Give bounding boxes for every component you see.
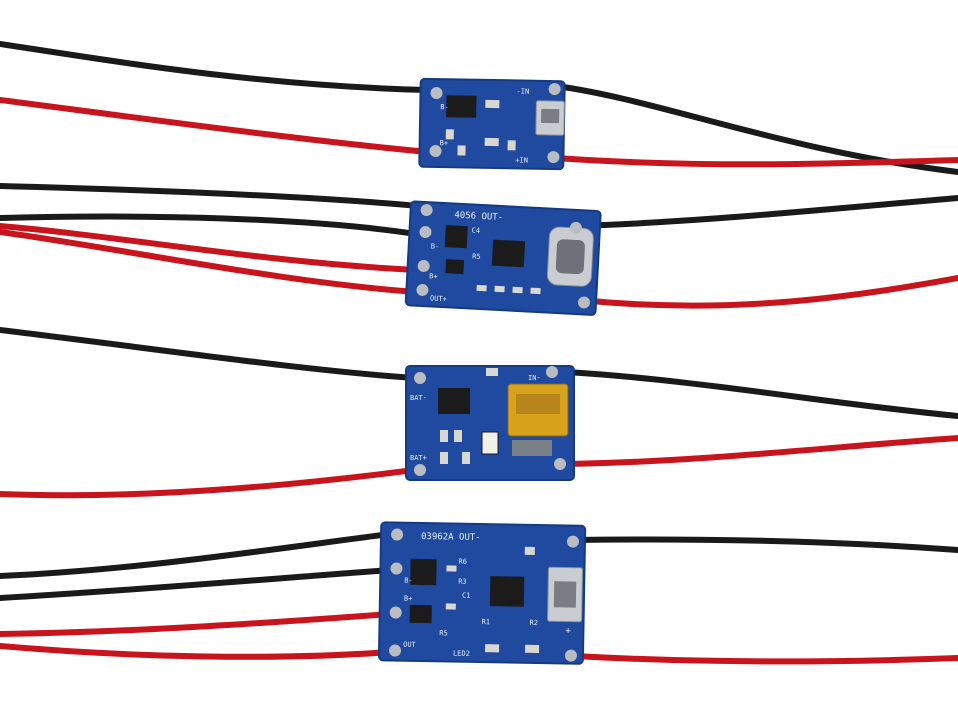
board-1-chip (446, 95, 477, 118)
board-3-pcb: BAT- BAT+ IN- (405, 365, 575, 481)
board-4-group: 03962A OUT- B- B+ OUT R6 R3 C1 R1 R2 R5 … (0, 521, 958, 665)
board-1-pad (430, 87, 443, 100)
board-4-silk-c1: C1 (462, 592, 471, 600)
board-1-silk-in-minus: -IN (517, 87, 530, 95)
board-4-silk-r2: R2 (529, 619, 538, 627)
board-3-wire-red-left (0, 467, 417, 499)
board-3-wire-black-left (0, 327, 417, 381)
board-2-silk-top: 4056 OUT- (454, 211, 503, 224)
board-2-silk-r5: R5 (472, 253, 481, 261)
board-4-pcb: 03962A OUT- B- B+ OUT R6 R3 C1 R1 R2 R5 … (377, 521, 587, 665)
board-3-silk-bat-plus: BAT+ (410, 454, 427, 462)
board-1-pcb: B- B+ -IN +IN (418, 77, 566, 171)
board-1-wire-red-right (553, 155, 958, 168)
board-4-silk-r1: R1 (481, 618, 490, 626)
board-4-silk-b-plus: B+ (404, 595, 413, 603)
board-2-silk-out-plus: OUT+ (430, 294, 447, 303)
board-1-group: B- B+ -IN +IN (0, 41, 958, 175)
board-2-chip-b (491, 239, 526, 268)
board-2-group: 4056 OUT- B- B+ OUT+ C4 R5 (0, 183, 958, 316)
board-4-wire-black-left-a (0, 531, 393, 579)
board-4-wire-red-left-a (0, 611, 393, 637)
board-2-wire-black-left-b (0, 213, 419, 237)
board-4-wire-black-right (571, 536, 958, 553)
board-4-silk-led2: LED2 (453, 650, 470, 658)
board-4-wire-red-left-b (0, 643, 393, 660)
board-4-chip-b (489, 576, 525, 607)
board-1-silk-b-plus: B+ (440, 139, 449, 147)
board-4-silk-r5: R5 (439, 629, 448, 637)
board-4-wire-red-right (571, 653, 958, 665)
board-3-silk-bat-minus: BAT- (410, 394, 427, 402)
board-1-silk-in-plus: +IN (515, 156, 528, 164)
board-4-silk-out: OUT (403, 641, 417, 649)
board-3-wire-red-right (563, 435, 958, 467)
board-4-silk-plus: + (565, 626, 571, 636)
board-3-silk-in-minus: IN- (528, 374, 541, 382)
board-3-wire-black-right (563, 369, 958, 419)
board-4-silk-r3: R3 (458, 578, 467, 586)
board-1-wire-black-left (0, 41, 431, 93)
board-1-silk-b-minus: B- (440, 103, 449, 111)
board-4-silk-top: 03962A OUT- (421, 532, 481, 543)
board-4-chip-a (410, 558, 437, 586)
board-3-chip (438, 388, 470, 414)
board-2-wire-red-right (577, 275, 958, 309)
board-1-wire-red-left (0, 97, 431, 155)
board-2-silk-c4: C4 (471, 226, 480, 234)
board-2-wire-black-right (577, 195, 958, 229)
board-4-wire-black-left-b (0, 567, 393, 601)
board-2-wire-red-left-b (0, 229, 419, 295)
board-2-silk-b-plus: B+ (429, 272, 438, 280)
board-2-wire-black-left-a (0, 183, 421, 209)
board-2-pcb: 4056 OUT- B- B+ OUT+ C4 R5 (404, 200, 602, 316)
board-2-silk-b-minus: B- (431, 242, 440, 250)
board-2-wire-red-left-a (0, 223, 419, 273)
board-3-group: BAT- BAT+ IN- (0, 327, 958, 499)
board-2-chip-a (444, 225, 468, 249)
board-4-silk-r6: R6 (459, 558, 468, 566)
board-4-silk-b-minus: B- (404, 577, 413, 585)
